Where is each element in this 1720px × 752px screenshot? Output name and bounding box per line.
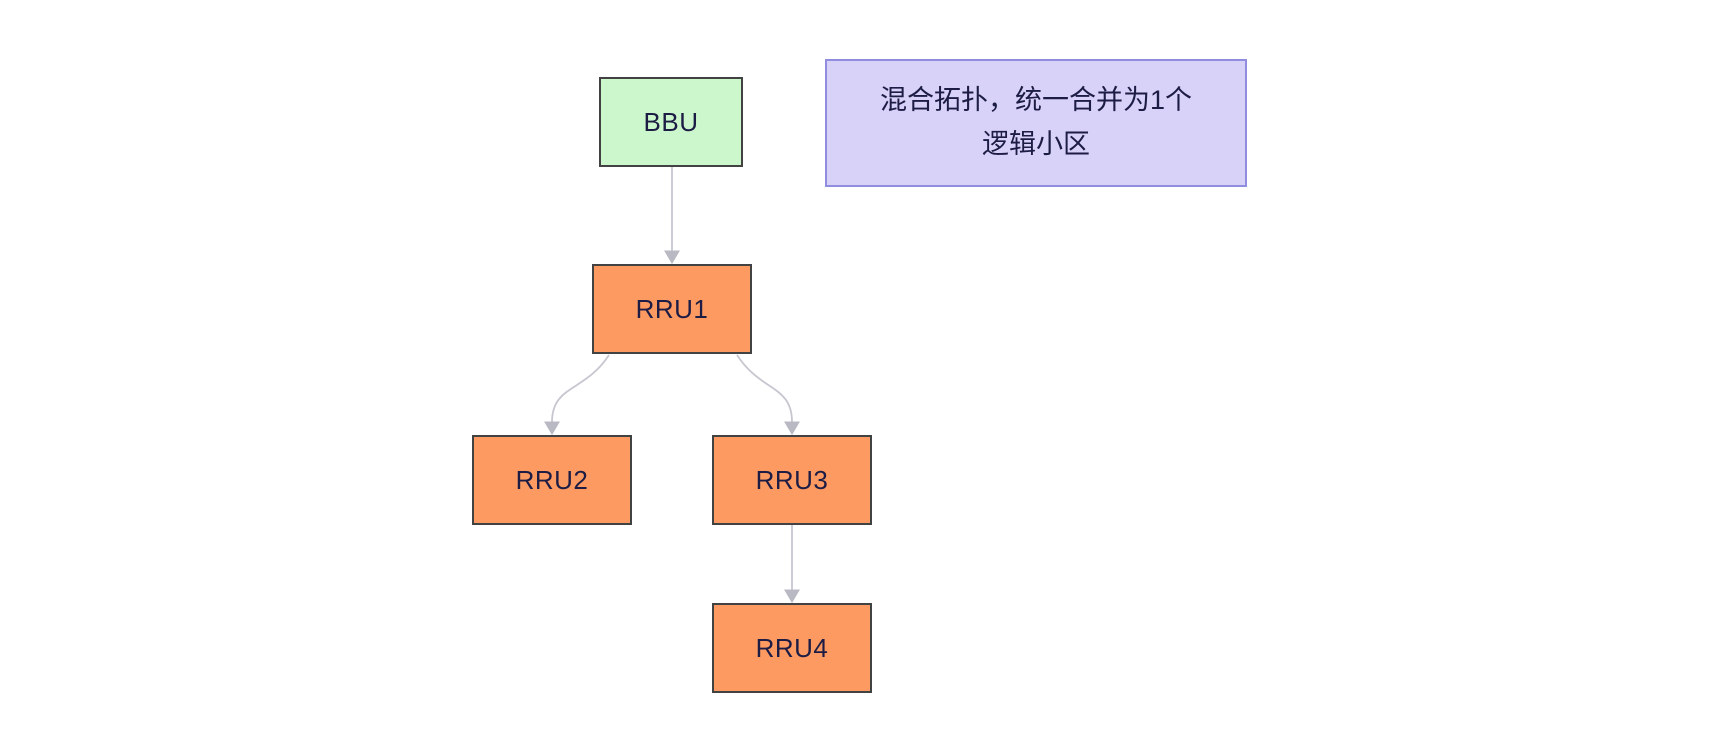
edge-rru1-rru2 [544,354,610,436]
note-text-line2: 逻辑小区 [982,129,1090,159]
node-rru4-label: RRU4 [755,632,829,663]
node-bbu: BBU [599,77,743,167]
node-bbu-label: BBU [643,106,699,137]
node-rru1-label: RRU1 [635,293,709,324]
node-rru3: RRU3 [712,435,872,525]
node-rru2: RRU2 [472,435,632,525]
node-rru4: RRU4 [712,603,872,693]
note-text-line1: 混合拓扑，统一合并为1个 [879,85,1192,116]
edge-rru1-rru3 [736,354,800,436]
node-rru2-label: RRU2 [515,464,589,495]
node-rru3-label: RRU3 [755,464,829,495]
note-box: 混合拓扑，统一合并为1个 逻辑小区 [825,59,1247,187]
node-rru1: RRU1 [592,264,752,354]
